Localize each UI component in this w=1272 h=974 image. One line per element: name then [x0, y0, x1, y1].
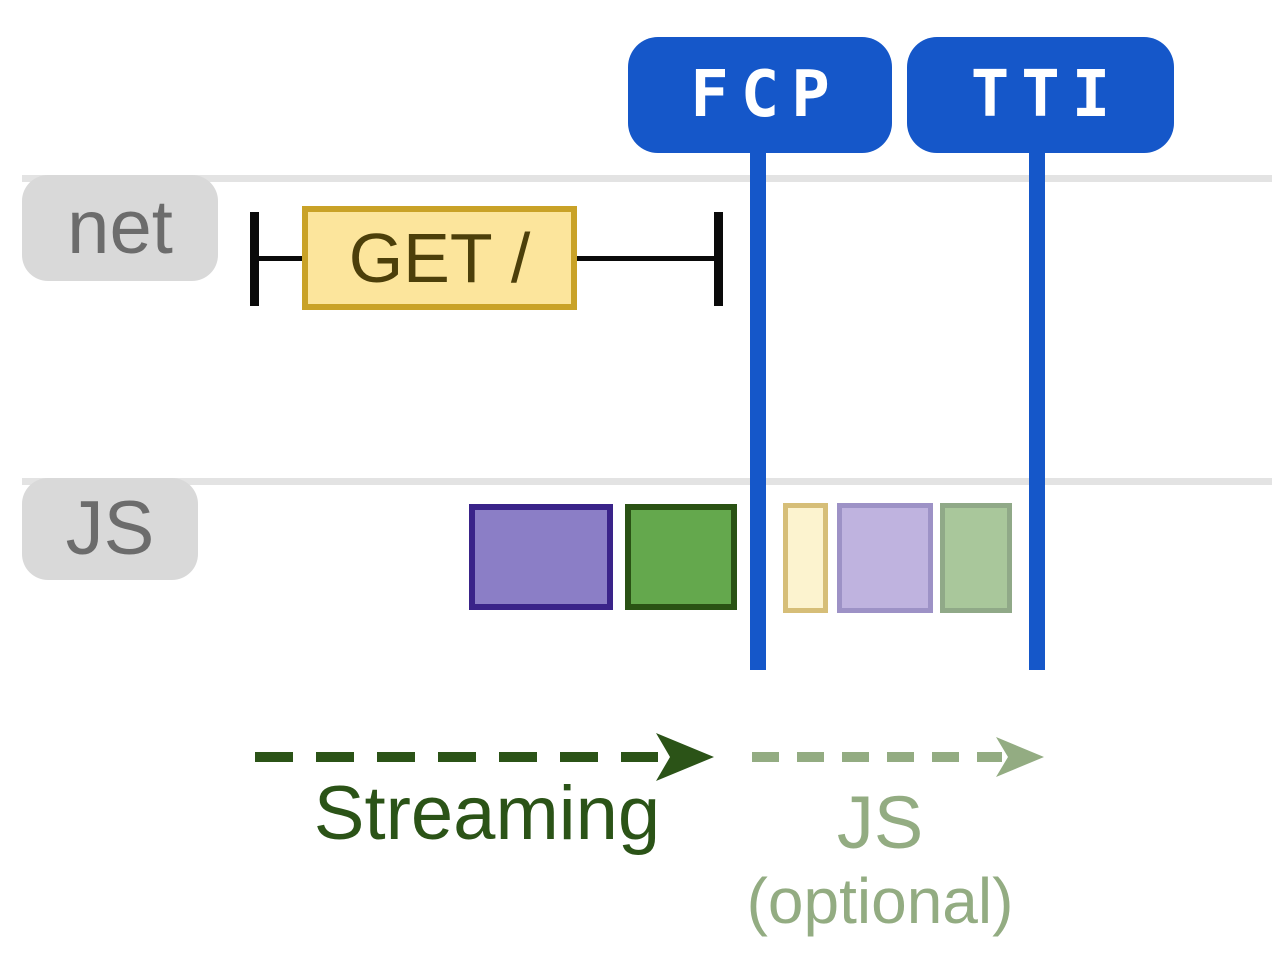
request-end-tick [714, 212, 723, 306]
net-row-label: net [22, 175, 218, 281]
js-arrowhead-icon [996, 737, 1044, 777]
fcp-badge: FCP [628, 37, 892, 153]
js-task-sage-faded [940, 503, 1012, 613]
tti-marker-line [1029, 148, 1045, 670]
net-track-line [22, 175, 1272, 182]
tti-badge-label: TTI [970, 58, 1123, 132]
js-task-lilac-faded [837, 503, 933, 613]
js-row-label: JS [22, 478, 198, 580]
fcp-badge-label: FCP [690, 58, 842, 132]
js-track-line [22, 478, 1272, 485]
fcp-marker-line [750, 148, 766, 670]
tti-badge: TTI [907, 37, 1174, 153]
js-task-purple [469, 504, 613, 610]
request-get-label: GET / [348, 219, 531, 297]
js-task-green [625, 504, 737, 610]
js-task-cream-faded [783, 503, 828, 613]
streaming-legend-label: Streaming [313, 771, 661, 856]
js-legend-label: JS [836, 781, 924, 864]
net-row-label-text: net [67, 185, 173, 270]
request-get-box: GET / [302, 206, 577, 310]
js-row-label-text: JS [65, 486, 155, 571]
js-optional-legend-label: (optional) [746, 865, 1014, 937]
